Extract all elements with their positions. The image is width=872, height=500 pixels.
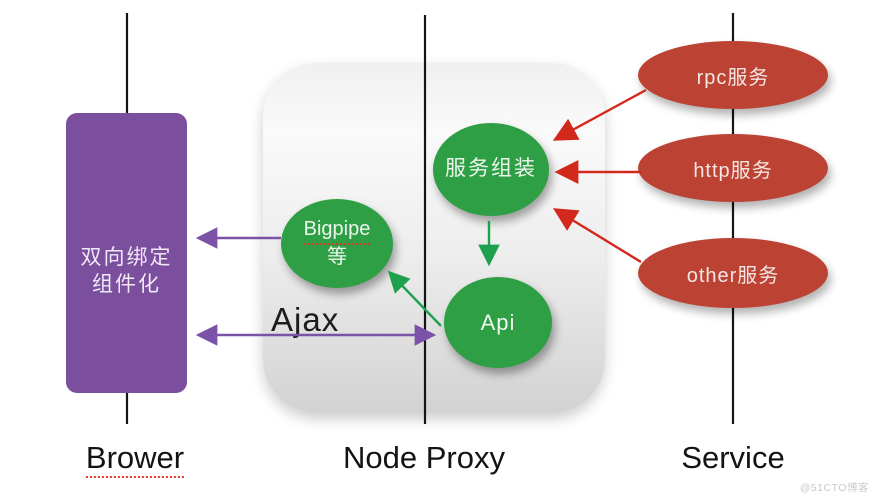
ajax-annotation: Ajax xyxy=(271,301,340,338)
node-assemble-ellipse: 服务组装 xyxy=(433,123,549,216)
browser-box-line1: 双向绑定 xyxy=(80,245,173,269)
node-api-label: Api xyxy=(480,309,516,335)
lane-label-node-proxy: Node Proxy xyxy=(343,440,505,475)
service-ellipse-http: http服务 xyxy=(638,134,828,202)
node-bigpipe-label-line2: 等 xyxy=(327,246,347,268)
service-http-label: http服务 xyxy=(693,159,773,182)
node-bigpipe-label-line1: Bigpipe xyxy=(303,217,371,245)
browser-box-label: 双向绑定 组件化 xyxy=(81,244,173,299)
service-ellipse-rpc: rpc服务 xyxy=(638,41,828,109)
node-assemble-label: 服务组装 xyxy=(445,157,537,181)
lane-label-browser: Brower xyxy=(85,440,185,478)
browser-box-line2: 组件化 xyxy=(92,273,161,296)
lane-label-browser-text: Brower xyxy=(85,440,185,478)
watermark: @51CTO博客 xyxy=(799,482,869,494)
service-rpc-label: rpc服务 xyxy=(696,66,770,89)
service-other-label: other服务 xyxy=(686,264,780,287)
service-ellipse-other: other服务 xyxy=(638,238,828,308)
node-api-ellipse: Api xyxy=(444,277,552,368)
lane-label-service: Service xyxy=(681,440,785,475)
node-bigpipe-ellipse: Bigpipe 等 xyxy=(281,199,393,288)
browser-box: 双向绑定 组件化 xyxy=(66,113,187,393)
